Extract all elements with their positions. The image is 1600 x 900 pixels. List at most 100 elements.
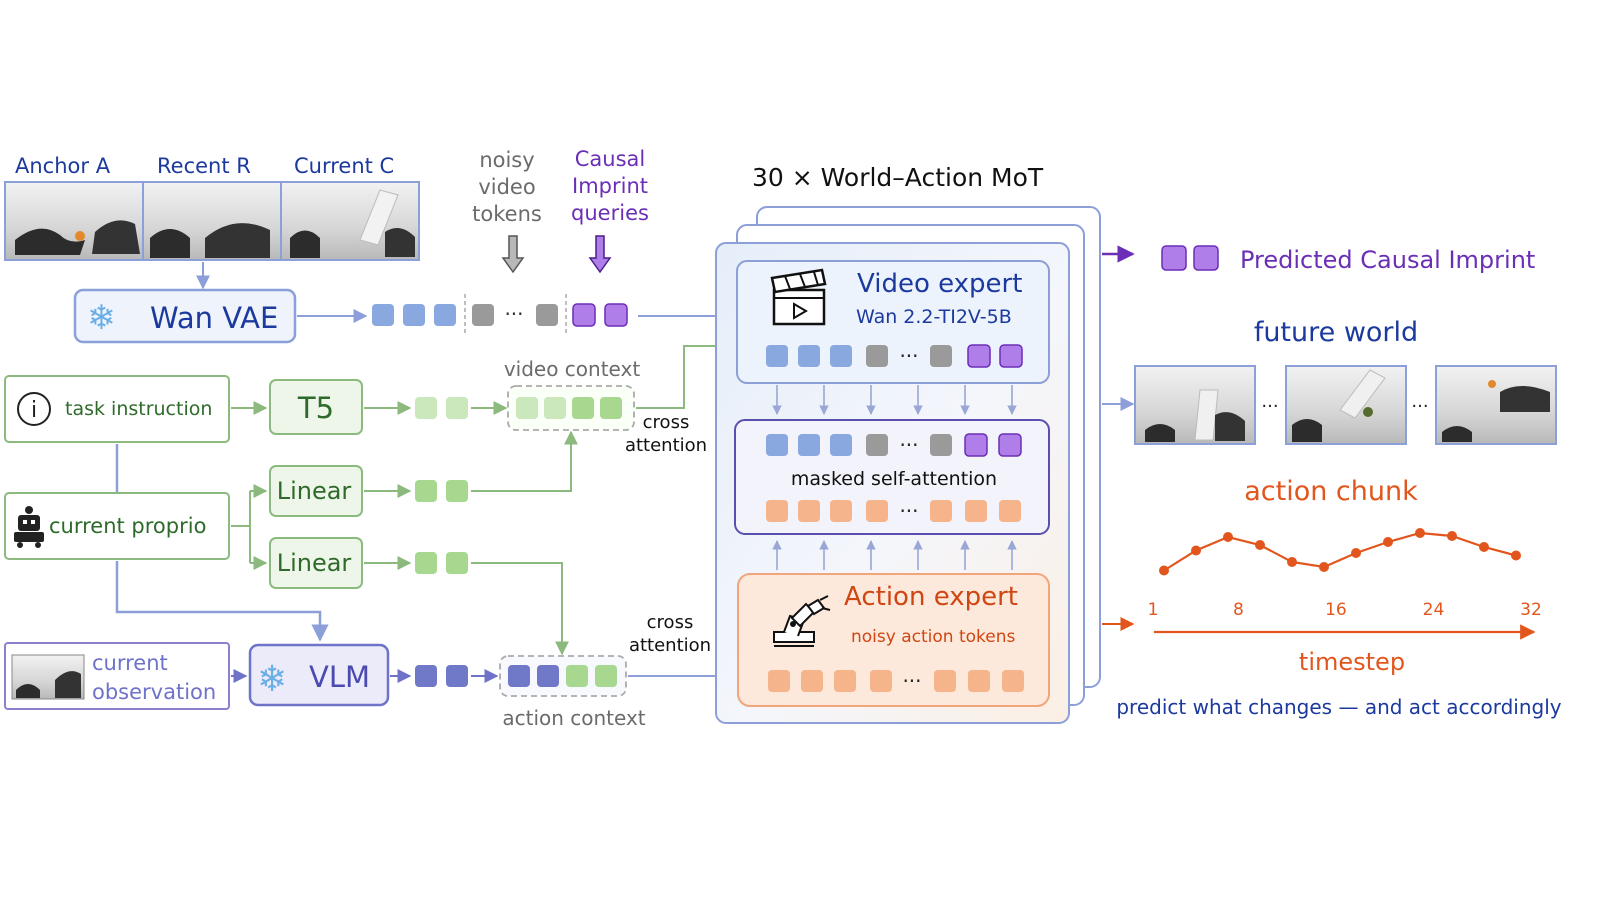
token bbox=[446, 480, 468, 502]
action-context-label: action context bbox=[502, 706, 645, 730]
video-to-attention-arrows bbox=[772, 385, 1017, 415]
cross-attention-top-2: attention bbox=[625, 435, 707, 456]
t5-block: T5 bbox=[269, 379, 363, 435]
mot-title: 30 × World–Action MoT bbox=[752, 163, 1044, 192]
token bbox=[965, 500, 987, 522]
token bbox=[768, 670, 790, 692]
anchor-frame-label: Anchor A bbox=[15, 154, 111, 178]
token bbox=[830, 434, 852, 456]
timestep-tick-label: 16 bbox=[1325, 600, 1347, 620]
robot-icon bbox=[14, 506, 44, 548]
noisy-down-arrow-icon bbox=[501, 235, 525, 274]
token bbox=[1193, 245, 1219, 271]
action-chunk-line bbox=[1163, 531, 1517, 572]
token bbox=[930, 434, 952, 456]
action-chunk-point bbox=[1511, 550, 1521, 561]
token bbox=[798, 500, 820, 522]
causal-down-arrow-icon bbox=[588, 235, 612, 274]
ellipsis: ··· bbox=[902, 669, 921, 693]
linear1-block: Linear bbox=[269, 465, 363, 517]
linear1-tokens-to-video-context-arrow bbox=[471, 430, 578, 492]
anchor-ball bbox=[75, 231, 85, 241]
token bbox=[372, 304, 394, 326]
action-chunk-point bbox=[1447, 531, 1457, 541]
noisy-line-1: noisy bbox=[479, 148, 534, 172]
noisy-line-3: tokens bbox=[472, 202, 542, 226]
tagline: predict what changes — and act according… bbox=[1116, 695, 1561, 719]
token bbox=[798, 345, 820, 367]
vlm-block: ❄ VLM bbox=[248, 643, 390, 707]
token bbox=[798, 434, 820, 456]
token bbox=[830, 500, 852, 522]
future-frame-1-robot bbox=[1145, 424, 1175, 442]
causal-line-1: Causal bbox=[575, 147, 646, 171]
token bbox=[834, 670, 856, 692]
future-frame-2-arm bbox=[1339, 369, 1386, 419]
future-frame-2-ball bbox=[1363, 407, 1373, 417]
token bbox=[870, 670, 892, 692]
future-world-label: future world bbox=[1254, 317, 1418, 348]
token bbox=[934, 670, 956, 692]
causal-line-2: Imprint bbox=[572, 174, 648, 198]
current-robot-shape bbox=[290, 230, 320, 258]
recent-frame-label: Recent R bbox=[157, 154, 251, 178]
ellipsis: ··· bbox=[899, 499, 918, 523]
token bbox=[566, 665, 588, 687]
token bbox=[415, 480, 437, 502]
causal-line-3: queries bbox=[571, 201, 649, 225]
input-frames bbox=[4, 181, 420, 261]
token bbox=[604, 303, 628, 327]
token bbox=[830, 345, 852, 367]
masked-self-attention-block: ··· masked self-attention ··· bbox=[734, 419, 1050, 535]
token bbox=[766, 434, 788, 456]
action-chunk-point bbox=[1159, 565, 1169, 576]
token bbox=[572, 303, 596, 327]
token bbox=[434, 304, 456, 326]
causal-imprint-queries-label: Causal Imprint queries bbox=[571, 147, 649, 225]
token bbox=[1161, 245, 1187, 271]
current-robot-shape-2 bbox=[385, 228, 415, 257]
token bbox=[415, 552, 437, 574]
video-context-label: video context bbox=[504, 357, 641, 381]
anchor-robot-shape bbox=[15, 228, 85, 255]
linear2-tokens-to-action-context-arrow bbox=[471, 562, 569, 656]
token bbox=[415, 665, 437, 687]
action-chunk-point bbox=[1223, 532, 1233, 542]
future-frame-2-robot bbox=[1292, 419, 1322, 442]
token bbox=[1002, 670, 1024, 692]
token bbox=[998, 433, 1022, 457]
ellipsis: ··· bbox=[504, 302, 523, 326]
token bbox=[403, 304, 425, 326]
token bbox=[446, 552, 468, 574]
wan-vae-block: ❄ Wan VAE bbox=[73, 288, 297, 344]
action-chunk-point bbox=[1415, 528, 1425, 538]
token bbox=[766, 345, 788, 367]
vlm-box bbox=[248, 643, 390, 707]
current-proprio-label: current proprio bbox=[49, 514, 206, 538]
info-icon bbox=[17, 392, 51, 426]
token bbox=[537, 665, 559, 687]
token bbox=[572, 397, 594, 419]
timestep-tick-label: 8 bbox=[1233, 600, 1244, 620]
recent-robot-shape-2 bbox=[205, 223, 270, 258]
ellipsis: ··· bbox=[899, 433, 918, 457]
future-world-frames: ··· ··· bbox=[1134, 365, 1557, 445]
future-frame-1-arm bbox=[1194, 389, 1219, 441]
robot-arm-icon bbox=[773, 595, 831, 647]
action-chunk-point bbox=[1191, 545, 1201, 556]
token bbox=[415, 397, 437, 419]
token bbox=[964, 433, 988, 457]
snowflake-icon: ❄ bbox=[87, 298, 116, 338]
future-frame-3-ball bbox=[1488, 380, 1496, 388]
action-chunk-point bbox=[1383, 537, 1393, 547]
cross-attention-bottom-1: cross bbox=[647, 612, 694, 633]
masked-self-attention-label: masked self-attention bbox=[791, 468, 997, 490]
t5-box bbox=[269, 379, 363, 435]
token bbox=[866, 500, 888, 522]
token bbox=[595, 665, 617, 687]
observation-robot-shape bbox=[16, 684, 40, 698]
action-chunk-point bbox=[1479, 542, 1489, 552]
task-instruction-box bbox=[4, 375, 230, 443]
token bbox=[600, 397, 622, 419]
linear1-label: Linear bbox=[277, 477, 352, 505]
